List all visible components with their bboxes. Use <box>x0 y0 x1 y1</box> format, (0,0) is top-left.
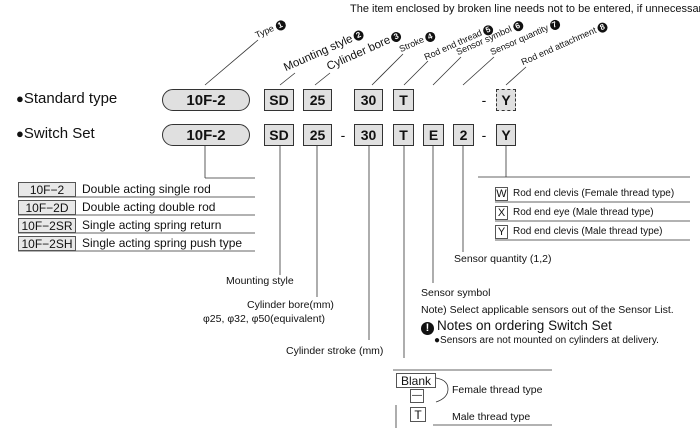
sensor-quantity-label: Sensor quantity (1,2) <box>454 253 552 265</box>
standard-bore-box: 25 <box>303 89 332 111</box>
female-thread-label: Female thread type <box>452 384 543 396</box>
attachment-desc: Rod end clevis (Female thread type) <box>513 188 675 199</box>
sensor-symbol-label: Sensor symbol <box>421 287 491 299</box>
type-row: 10F−2SH Single acting spring push type <box>18 234 242 252</box>
attachment-desc: Rod end eye (Male thread type) <box>513 207 654 218</box>
switch-mount-box: SD <box>264 124 294 146</box>
type-code: 10F−2SR <box>18 217 76 233</box>
attachment-row: X Rod end eye (Male thread type) <box>495 203 674 222</box>
type-desc: Single acting spring push type <box>82 236 243 250</box>
mounting-style-label: Mounting style <box>226 275 294 287</box>
sensor-note: Note) Select applicable sensors out of t… <box>421 304 674 316</box>
switch-dash-1: - <box>340 127 346 143</box>
cylinder-bore-label: Cylinder bore(mm) <box>247 299 334 311</box>
standard-attachment-box: Y <box>496 89 516 111</box>
type-row: 10F−2 Double acting single rod <box>18 180 242 198</box>
standard-stroke-box: 30 <box>354 89 383 111</box>
dashed-item-note: The item enclosed by broken line needs n… <box>350 3 700 15</box>
attachment-code: X <box>495 205 508 220</box>
standard-mount-box: SD <box>264 89 294 111</box>
switch-set-label: ●Switch Set <box>16 125 95 142</box>
type-desc: Double acting single rod <box>82 182 211 196</box>
standard-thread-box: T <box>393 89 414 111</box>
thread-t-code: T <box>410 407 426 422</box>
cylinder-bore-values: φ25, φ32, φ50(equivalent) <box>203 313 325 325</box>
attachment-table: W Rod end clevis (Female thread type) X Ro… <box>495 184 674 241</box>
attachment-row: W Rod end clevis (Female thread type) <box>495 184 674 203</box>
type-row: 10F−2SR Single acting spring return <box>18 216 242 234</box>
notes-title: !Notes on ordering Switch Set <box>421 318 612 335</box>
standard-dash: - <box>481 92 487 108</box>
switch-model-pill: 10F-2 <box>162 124 250 146</box>
thread-blank-code: Blank <box>396 373 436 388</box>
type-desc: Single acting spring return <box>82 218 222 232</box>
type-code: 10F−2SH <box>18 235 76 251</box>
attachment-desc: Rod end clevis (Male thread type) <box>513 226 663 237</box>
attachment-code: Y <box>495 224 508 239</box>
type-table: 10F−2 Double acting single rod 10F−2D Doub… <box>18 180 242 252</box>
exclamation-icon: ! <box>421 322 434 335</box>
switch-quantity-box: 2 <box>453 124 474 146</box>
male-thread-label: Male thread type <box>452 411 531 423</box>
switch-sensor-box: E <box>423 124 444 146</box>
switch-dash-2: - <box>481 127 487 143</box>
thread-dash-code: — <box>410 389 424 403</box>
cylinder-stroke-label: Cylinder stroke (mm) <box>286 345 384 357</box>
standard-model-pill: 10F-2 <box>162 89 250 111</box>
standard-type-label: ●Standard type <box>16 90 118 107</box>
type-code: 10F−2 <box>18 181 76 197</box>
switch-thread-box: T <box>393 124 414 146</box>
type-row: 10F−2D Double acting double rod <box>18 198 242 216</box>
notes-item: ●Sensors are not mounted on cylinders at… <box>434 335 659 346</box>
switch-bore-box: 25 <box>303 124 332 146</box>
switch-stroke-box: 30 <box>354 124 383 146</box>
attachment-code: W <box>495 186 508 201</box>
attachment-row: Y Rod end clevis (Male thread type) <box>495 222 674 241</box>
type-code: 10F−2D <box>18 199 76 215</box>
type-desc: Double acting double rod <box>82 200 216 214</box>
switch-attachment-box: Y <box>496 124 516 146</box>
